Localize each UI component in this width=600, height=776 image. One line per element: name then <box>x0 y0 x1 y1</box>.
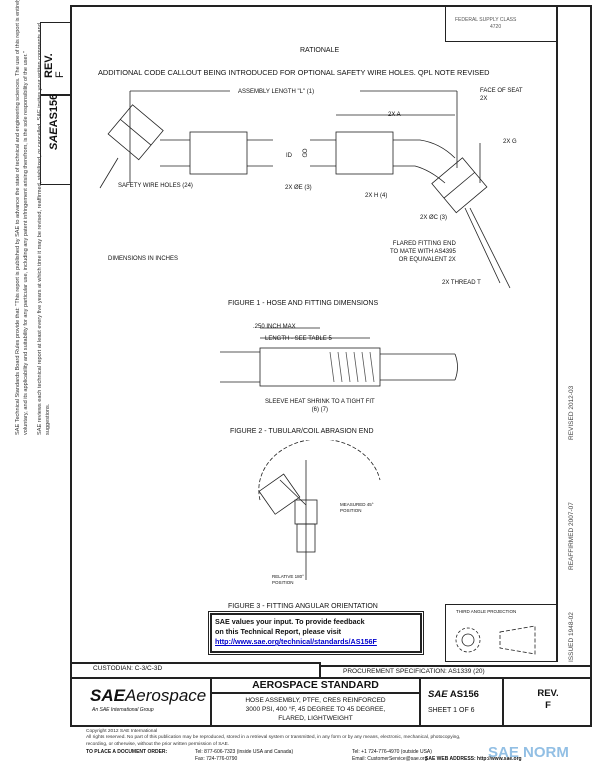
rev-label: REV. <box>537 688 559 699</box>
dim-a-label: 2X A <box>388 112 401 118</box>
position-relative: RELATIVE 180° POSITION <box>272 574 304 586</box>
length-label: LENGTH - SEE TABLE 5 <box>265 336 332 342</box>
flared-line: TO MATE WITH AS4395 <box>390 249 456 255</box>
rev-value: F <box>54 71 66 78</box>
position-line: RELATIVE 180° <box>272 574 304 579</box>
drawing-area <box>70 5 558 662</box>
email: Email: CustomerService@sae.org <box>352 756 428 762</box>
brand-sub: An SAE International Group <box>92 707 154 713</box>
id-label: ID <box>286 153 292 159</box>
sae-logo: SAE <box>90 686 125 705</box>
figure2-caption: FIGURE 2 - TUBULAR/COIL ABRASION END <box>230 428 374 435</box>
rights: recording, or otherwise, without the pri… <box>86 741 230 747</box>
flared-line: FLARED FITTING END <box>392 241 456 247</box>
sae-norm-watermark: SAE NORM <box>488 744 569 761</box>
flared-line: OR EQUIVALENT 2X <box>398 257 456 263</box>
tel-intl: Tel: +1 724-776-4970 (outside USA) <box>352 749 432 755</box>
figure1-caption: FIGURE 1 - HOSE AND FITTING DIMENSIONS <box>228 300 379 307</box>
doc-cell <box>419 677 504 727</box>
thread-label: 2X THREAD T <box>442 280 481 286</box>
figure2-drawing <box>220 327 458 387</box>
rationale-title: RATIONALE <box>300 47 340 54</box>
dimensions-note: DIMENSIONS IN INCHES <box>108 256 179 262</box>
feedback-link[interactable]: http://www.sae.org/technical/standards/A… <box>215 637 377 646</box>
fax: Fax: 724-776-0790 <box>195 756 238 762</box>
disclaimer-line: SAE reviews each technical report at lea… <box>37 23 43 435</box>
od-note-label: 2X ØE (3) <box>285 185 312 191</box>
dates-strip <box>558 5 592 662</box>
web-address[interactable]: SAE WEB ADDRESS: http://www.sae.org <box>425 756 522 762</box>
sleeve-line: SLEEVE HEAT SHRINK TO A TIGHT FIT <box>265 399 375 405</box>
fsc-box <box>445 5 558 42</box>
doc-number: AS156 <box>449 689 479 700</box>
feedback-line: on this Technical Report, please visit <box>215 627 342 636</box>
order-label: TO PLACE A DOCUMENT ORDER: <box>86 749 168 755</box>
figure3-drawing <box>258 440 381 580</box>
document-title: HOSE ASSEMBLY, PTFE, CRES REINFORCED 300… <box>212 696 419 723</box>
feedback-box: SAE values your input. To provide feedba… <box>208 611 424 655</box>
dim-g-label: 2X G <box>503 139 517 145</box>
figure1-drawing <box>99 90 511 289</box>
sae-aerospace-logo: SAEAerospace <box>90 686 206 706</box>
face-of-seat-qty: 2X <box>480 96 488 102</box>
title-line: FLARED, LIGHTWEIGHT <box>278 715 353 722</box>
title-line: 3000 PSI, 400 °F, 45 DEGREE TO 45 DEGREE… <box>245 706 386 713</box>
position-line: POSITION <box>272 580 294 585</box>
fsc-value: 4720 <box>490 24 502 30</box>
custodian: CUSTODIAN: C-3/C-3D <box>93 665 163 672</box>
position-measured: MEASURED 45° POSITION <box>340 502 374 514</box>
sae-logo: SAE <box>428 689 448 700</box>
hex-label: 2X H (4) <box>365 193 388 199</box>
revised-date: REVISED 2012-03 <box>568 385 575 440</box>
brand-cell <box>70 677 212 727</box>
standard-header: AEROSPACE STANDARD <box>212 677 419 694</box>
feedback-line: SAE values your input. To provide feedba… <box>215 617 365 626</box>
flared-label: FLARED FITTING END TO MATE WITH AS4395 O… <box>390 240 456 264</box>
position-line: POSITION <box>340 508 362 513</box>
fsc-label: FEDERAL SUPPLY CLASS <box>455 17 517 23</box>
disclaimer-line: voluntary, and its applicability and sui… <box>23 51 29 435</box>
reaffirmed-date: REAFFIRMED 2007-07 <box>568 502 575 570</box>
standard-type: AEROSPACE STANDARD <box>252 679 379 691</box>
projection-box <box>445 604 558 662</box>
doc-number-block: SAE AS156 <box>428 689 479 700</box>
tel-usa: Tel: 877-606-7323 (inside USA and Canada… <box>195 749 294 755</box>
sheet-number: SHEET 1 OF 6 <box>428 707 475 714</box>
assembly-length-label: ASSEMBLY LENGTH "L" (1) <box>238 89 315 95</box>
title-line: HOSE ASSEMBLY, PTFE, CRES REINFORCED <box>245 697 386 704</box>
projection-label: THIRD ANGLE PROJECTION <box>456 609 517 614</box>
sleeve-label: SLEEVE HEAT SHRINK TO A TIGHT FIT (6) (7… <box>265 398 375 414</box>
rev-cell: REV. F <box>504 688 592 712</box>
sleeve-line: (6) (7) <box>311 407 329 413</box>
footer: Copyright 2012 SAE International All rig… <box>86 729 460 748</box>
copyright: Copyright 2012 SAE International <box>86 729 158 734</box>
rev-value: F <box>545 700 551 711</box>
rights: All rights reserved. No part of this pub… <box>86 735 461 741</box>
position-line: MEASURED 45° <box>340 502 374 507</box>
rationale-text: ADDITIONAL CODE CALLOUT BEING INTRODUCED… <box>98 68 490 77</box>
face-of-seat-label: FACE OF SEAT <box>480 88 523 94</box>
od-label: OD <box>300 148 307 158</box>
issued-date: ISSUED 1948-02 <box>568 612 575 662</box>
brand-name: Aerospace <box>124 686 207 705</box>
procurement: PROCUREMENT SPECIFICATION: AS1339 (20) <box>343 668 485 675</box>
safety-wire-label: SAFETY WIRE HOLES (24) <box>118 183 193 189</box>
figure3-caption: FIGURE 3 - FITTING ANGULAR ORIENTATION <box>228 603 378 610</box>
disclaimer-line: SAE Technical Standards Board Rules prov… <box>15 0 21 435</box>
max-label: .250 INCH MAX <box>253 324 296 330</box>
projection-symbol <box>455 625 536 655</box>
dia-c-label: 2X ØC (3) <box>420 215 448 221</box>
disclaimer-line: suggestions. <box>45 403 51 435</box>
disclaimer: SAE Technical Standards Board Rules prov… <box>14 0 52 435</box>
